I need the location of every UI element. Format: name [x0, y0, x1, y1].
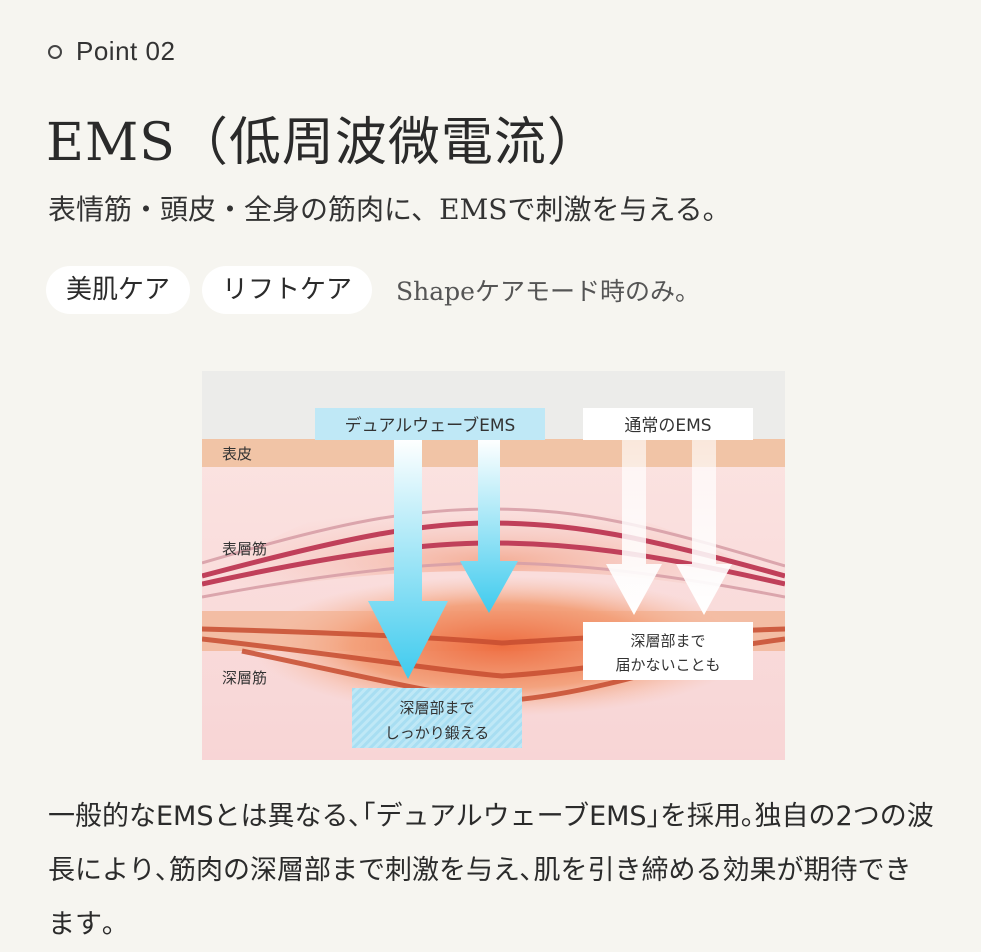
normal-callout-box — [583, 622, 753, 680]
circle-icon — [48, 44, 62, 59]
normal-ems-arrows — [606, 439, 732, 615]
layer-label-deep-muscle: 深層筋 — [222, 669, 267, 687]
layer-label-surface-muscle: 表層筋 — [222, 540, 267, 558]
dual-callout-box — [352, 688, 522, 748]
tag-lift-care: リフトケア — [202, 266, 373, 314]
dual-wave-label: デュアルウェーブEMS — [345, 415, 516, 436]
page-title: EMS（低周波微電流） — [46, 113, 600, 173]
point-label: Point 02 — [48, 36, 175, 67]
point-label-text: Point 02 — [76, 36, 176, 66]
dual-callout-line2: しっかり鍛える — [385, 724, 490, 742]
dual-callout-line1: 深層部まで — [399, 699, 474, 717]
normal-ems-label-box — [583, 408, 753, 440]
normal-callout-line2: 届かないことも — [615, 656, 720, 674]
dual-wave-label-box — [315, 408, 545, 440]
ems-diagram: デュアルウェーブEMS 通常のEMS 表皮 表層筋 深層筋 深層部まで 届かない… — [202, 371, 785, 760]
tag-row: 美肌ケア リフトケア Shapeケアモード時のみ。 — [46, 266, 700, 314]
normal-callout-line1: 深層部まで — [630, 632, 705, 650]
tag-note: Shapeケアモード時のみ。 — [396, 277, 700, 306]
tag-beauty-care: 美肌ケア — [46, 266, 191, 314]
normal-ems-label: 通常のEMS — [624, 416, 711, 436]
layer-label-epidermis: 表皮 — [222, 445, 252, 463]
description-text: 一般的なEMSとは異なる､｢デュアルウェーブEMS｣を採用｡独自の2つの波長によ… — [48, 801, 934, 940]
page-subtitle: 表情筋・頭皮・全身の筋肉に、EMSで刺激を与える。 — [48, 193, 731, 226]
dual-wave-ems-arrows — [368, 439, 518, 679]
